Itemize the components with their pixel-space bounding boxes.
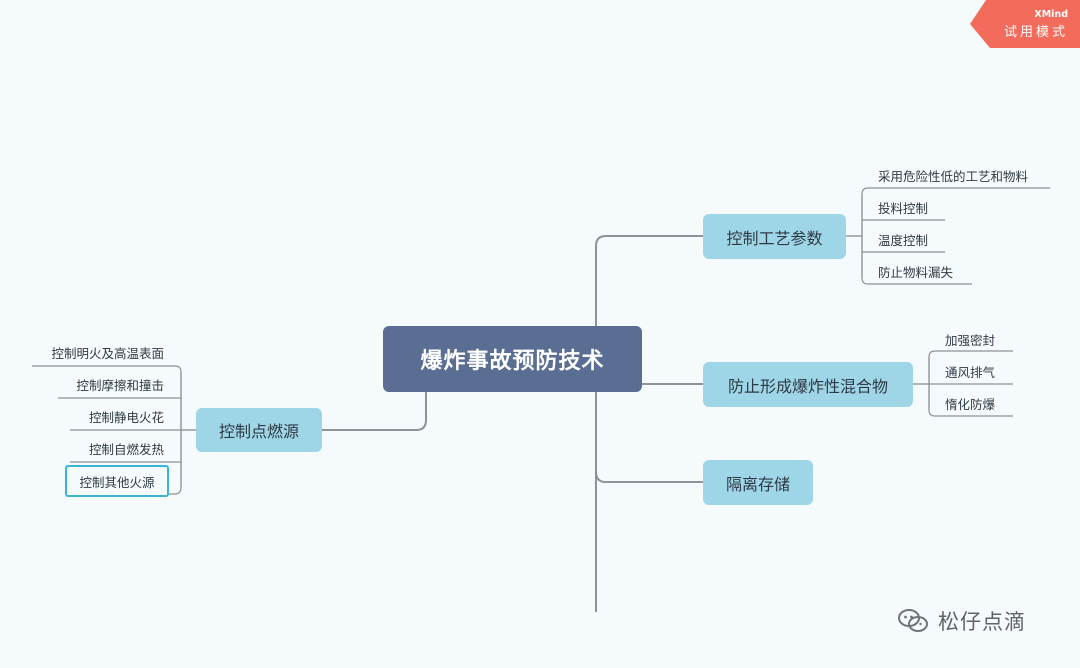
trial-mode-label: 试用模式 (1003, 25, 1068, 40)
leaf-static-spark[interactable]: 控制静电火花 (88, 409, 164, 425)
branch-ignition-control[interactable]: 控制点燃源 (196, 408, 322, 452)
branch-isolated-storage[interactable]: 隔离存储 (703, 460, 813, 505)
leaf-low-risk-process[interactable]: 采用危险性低的工艺和物料 (878, 168, 1029, 184)
leaf-enhanced-sealing[interactable]: 加强密封 (945, 332, 996, 348)
connector-right-storage (595, 392, 703, 483)
branch-prevent-explosive-mixture[interactable]: 防止形成爆炸性混合物 (703, 362, 913, 407)
connector-mixture-leaf-1 (928, 350, 1013, 358)
leaf-prevent-material-leakage[interactable]: 防止物料漏失 (878, 264, 954, 280)
branch-process-control[interactable]: 控制工艺参数 (703, 214, 846, 259)
wechat-official-account-icon (898, 609, 928, 632)
badge-shape (970, 0, 1080, 48)
leaf-inerting-explosion-protection[interactable]: 惰化防爆 (945, 396, 996, 412)
trial-mode-badge: XMind 试用模式 (970, 0, 1080, 48)
leaf-ventilation-exhaust[interactable]: 通风排气 (945, 364, 996, 380)
leaf-temperature-control[interactable]: 温度控制 (878, 232, 929, 248)
xmind-brand: XMind (1034, 9, 1068, 20)
connector-root-left (322, 392, 427, 431)
root-node[interactable]: 爆炸事故预防技术 (383, 326, 642, 392)
leaf-feeding-control[interactable]: 投料控制 (878, 200, 929, 216)
watermark-text: 松仔点滴 (938, 610, 1026, 634)
watermark: 松仔点滴 (896, 604, 1026, 638)
connector-right-process (595, 235, 703, 392)
connector-mixture-leaf-3 (928, 409, 1013, 417)
connector-process-leaf-4 (861, 277, 972, 285)
leaf-other-ignition-sources[interactable]: 控制其他火源 (65, 465, 169, 497)
connector-ignition-leaf-1 (32, 365, 182, 373)
leaf-spontaneous-heating[interactable]: 控制自燃发热 (88, 441, 164, 457)
leaf-open-flame-hot-surface[interactable]: 控制明火及高温表面 (51, 345, 164, 361)
leaf-friction-impact[interactable]: 控制摩擦和撞击 (76, 377, 164, 393)
connector-process-leaf-1 (861, 187, 1050, 195)
connector-ignition-leaf-5 (169, 486, 182, 495)
